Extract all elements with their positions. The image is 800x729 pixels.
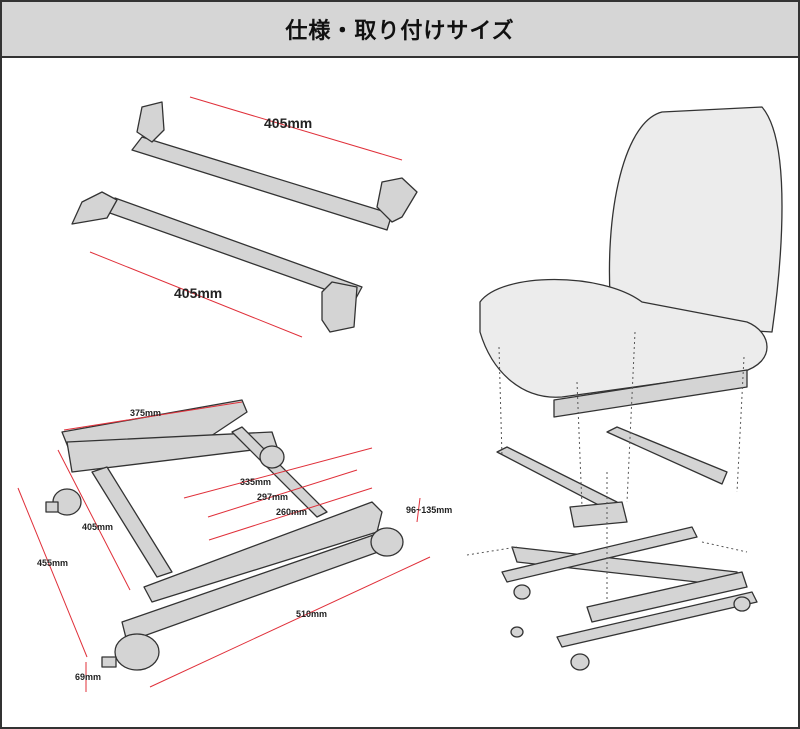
- header-bar: 仕様・取り付けサイズ: [2, 2, 798, 58]
- seat-rail-frame: [45, 399, 404, 671]
- dim-bracket-bottom: 405mm: [174, 285, 223, 301]
- dim-frame-depth: 405mm: [82, 522, 114, 532]
- dim-hole-297: 297mm: [257, 492, 289, 502]
- page-title: 仕様・取り付けサイズ: [285, 19, 515, 44]
- dim-bracket-top: 405mm: [264, 115, 313, 131]
- racing-seat: [479, 106, 783, 418]
- dim-overall-depth: 455mm: [37, 558, 69, 568]
- dim-caster-height: 69mm: [75, 672, 102, 682]
- dim-rail-length: 510mm: [296, 609, 328, 619]
- dim-hole-335: 335mm: [240, 477, 272, 487]
- dim-hole-260: 260mm: [276, 507, 308, 517]
- seat-bracket-top: [131, 101, 418, 231]
- seat-bracket-bottom: [71, 191, 363, 333]
- exploded-brackets: [496, 426, 758, 671]
- dim-height-range: 96~135mm: [406, 505, 453, 515]
- dim-frame-top-width: 375mm: [130, 408, 162, 418]
- dimension-lines: [17, 96, 431, 692]
